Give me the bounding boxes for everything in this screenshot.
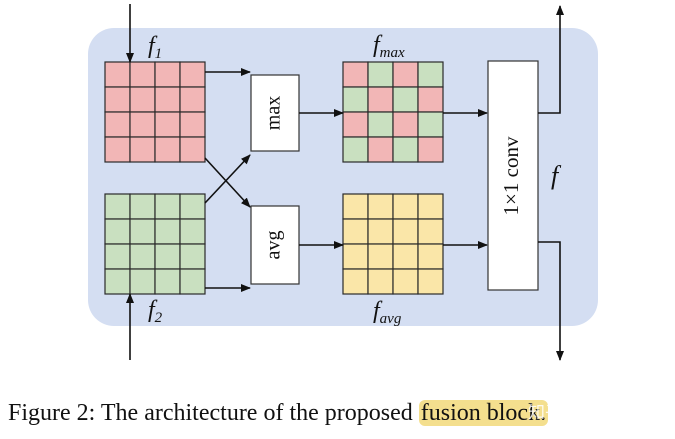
avg-block-label: avg — [263, 231, 285, 260]
label-fmax: fmax — [373, 32, 405, 61]
grid-cell — [179, 136, 206, 163]
feature-grid-favg — [342, 193, 444, 295]
grid-cell — [104, 243, 131, 270]
grid-cell — [104, 61, 131, 88]
figure-caption: Figure 2: The architecture of the propos… — [8, 396, 673, 430]
label-f1: f1 — [148, 33, 162, 62]
output-arrow-up — [538, 5, 564, 114]
grid-cell — [417, 111, 444, 138]
grid-cell — [342, 193, 369, 220]
label-f-output: f — [551, 161, 562, 190]
grid-cell — [129, 111, 156, 138]
caption-highlight: fusion block. — [418, 400, 549, 426]
grid-cell — [392, 218, 419, 245]
grid-cell — [392, 111, 419, 138]
grid-cell — [417, 61, 444, 88]
caption-text: Figure 2: The architecture of the propos… — [8, 400, 413, 426]
grid-cell — [129, 61, 156, 88]
grid-cell — [154, 268, 181, 295]
grid-cell — [179, 86, 206, 113]
grid-cell — [154, 61, 181, 88]
feature-grid-f2 — [104, 193, 206, 295]
grid-cell — [392, 136, 419, 163]
grid-cell — [129, 193, 156, 220]
grid-cell — [342, 268, 369, 295]
grid-cell — [367, 193, 394, 220]
grid-cell — [367, 218, 394, 245]
grid-cell — [104, 136, 131, 163]
grid-cell — [104, 193, 131, 220]
max-block-label: max — [263, 96, 285, 130]
grid-cell — [417, 136, 444, 163]
grid-cell — [129, 268, 156, 295]
grid-cell — [104, 86, 131, 113]
grid-cell — [129, 218, 156, 245]
feature-grid-fmax — [342, 61, 444, 163]
grid-cell — [179, 193, 206, 220]
grid-cell — [154, 111, 181, 138]
grid-cell — [154, 136, 181, 163]
output-arrow-down — [538, 241, 564, 361]
grid-cell — [392, 243, 419, 270]
grid-cell — [342, 243, 369, 270]
label-favg: favg — [373, 298, 402, 327]
grid-cell — [104, 218, 131, 245]
grid-cell — [367, 111, 394, 138]
grid-cell — [129, 243, 156, 270]
label-f2: f2 — [148, 297, 163, 326]
arrow-f1-to-avg — [204, 157, 251, 208]
grid-cell — [179, 61, 206, 88]
feature-grid-f1 — [104, 61, 206, 163]
grid-cell — [342, 86, 369, 113]
grid-cell — [392, 61, 419, 88]
grid-cell — [179, 243, 206, 270]
grid-cell — [392, 268, 419, 295]
grid-cell — [179, 111, 206, 138]
conv-block-label: 1×1 conv — [499, 136, 523, 215]
grid-cell — [367, 86, 394, 113]
grid-cell — [367, 268, 394, 295]
grid-cell — [417, 218, 444, 245]
grid-cell — [417, 243, 444, 270]
grid-cell — [129, 136, 156, 163]
grid-cell — [417, 193, 444, 220]
grid-cell — [392, 193, 419, 220]
grid-cell — [392, 86, 419, 113]
grid-cell — [417, 268, 444, 295]
grid-cell — [154, 218, 181, 245]
grid-cell — [104, 111, 131, 138]
connections — [126, 4, 564, 361]
arrow-f2-to-max — [204, 154, 251, 204]
grid-cell — [367, 136, 394, 163]
grid-cell — [179, 268, 206, 295]
grid-cell — [129, 86, 156, 113]
grid-cell — [367, 61, 394, 88]
grid-cell — [342, 136, 369, 163]
max-block: max — [250, 74, 300, 152]
grid-cell — [342, 218, 369, 245]
grid-cell — [154, 243, 181, 270]
grid-cell — [154, 86, 181, 113]
grid-cell — [179, 218, 206, 245]
grid-cell — [417, 86, 444, 113]
grid-cell — [154, 193, 181, 220]
conv-block: 1×1 conv — [487, 60, 539, 291]
avg-block: avg — [250, 205, 300, 285]
grid-cell — [342, 111, 369, 138]
grid-cell — [367, 243, 394, 270]
grid-cell — [104, 268, 131, 295]
grid-cell — [342, 61, 369, 88]
fusion-block-background — [88, 28, 598, 326]
